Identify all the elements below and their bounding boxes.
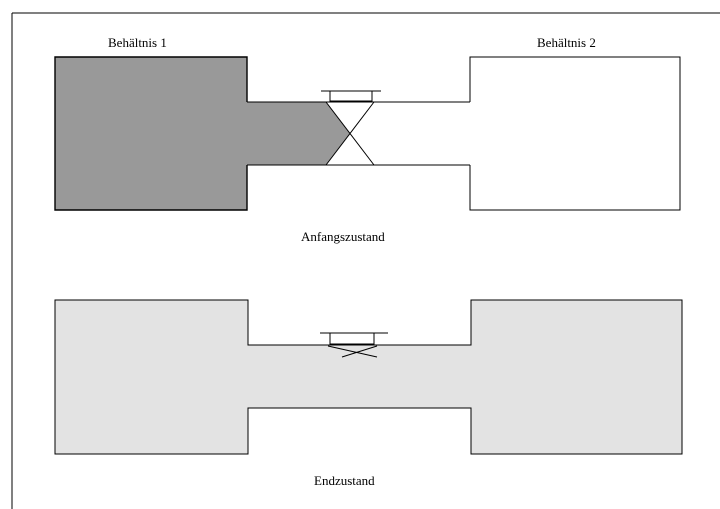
initial-state: Behältnis 1 Behältnis 2 Anfangszustand <box>54 35 681 244</box>
initial-state-caption: Anfangszustand <box>301 229 385 244</box>
final-state: Endzustand <box>54 299 683 488</box>
gas-filled-region <box>55 57 350 210</box>
gas-uniform-region <box>54 299 683 455</box>
container-2-label: Behältnis 2 <box>537 35 596 50</box>
valve-closed-icon <box>321 90 381 166</box>
container-2-outline <box>469 56 681 211</box>
container-1-outline <box>54 56 248 211</box>
container-1-label: Behältnis 1 <box>108 35 167 50</box>
final-state-caption: Endzustand <box>314 473 375 488</box>
valve-open-icon <box>320 332 388 358</box>
